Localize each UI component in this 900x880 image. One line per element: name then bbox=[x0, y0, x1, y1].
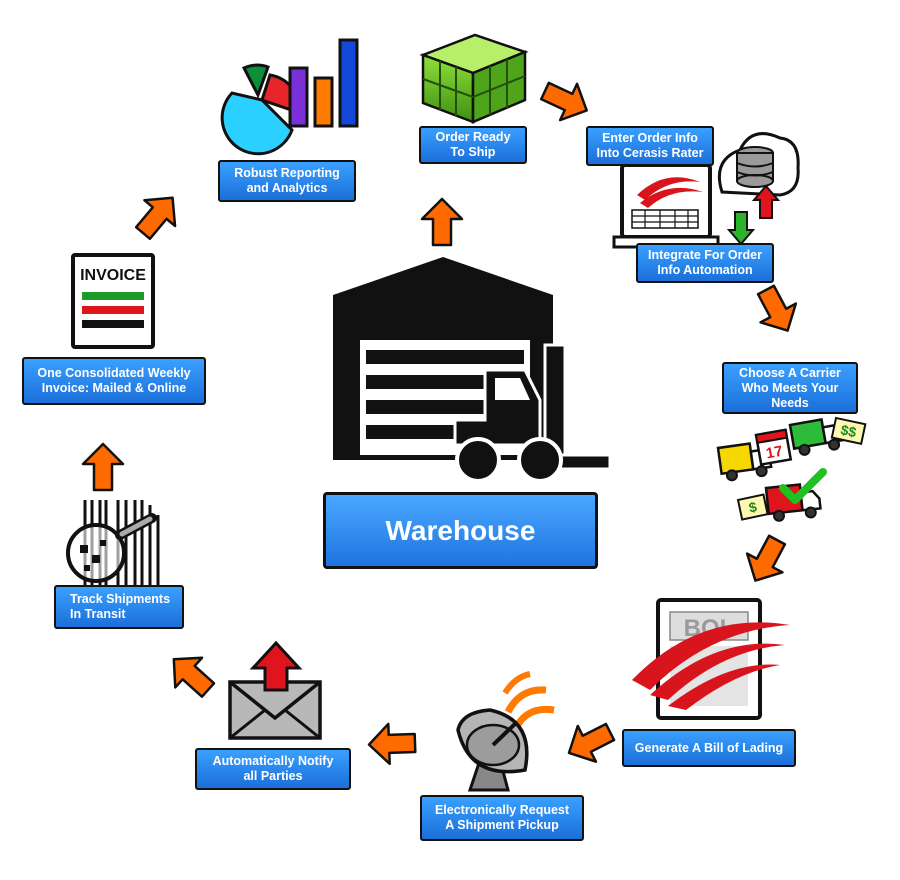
label-line: Track Shipments bbox=[70, 592, 171, 606]
label-line: Generate A Bill of Lading bbox=[634, 740, 784, 755]
label-line: Into Cerasis Rater bbox=[596, 146, 704, 160]
label-line: Enter Order Info bbox=[602, 131, 698, 145]
label-order-ready: Order Ready To Ship bbox=[419, 126, 527, 164]
computer-icon bbox=[612, 163, 720, 249]
money-symbol: $$ bbox=[839, 421, 858, 440]
label-choose-carrier: Choose A Carrier Who Meets Your Needs bbox=[722, 362, 858, 414]
label-line: Who Meets Your bbox=[741, 380, 839, 395]
label-integrate: Integrate For Order Info Automation bbox=[636, 243, 774, 283]
label-line: Automatically Notify bbox=[212, 754, 334, 768]
label-enter-order: Enter Order Info Into Cerasis Rater bbox=[586, 126, 714, 166]
arrow-invoice-to-reporting bbox=[126, 183, 190, 248]
arrow-notify-to-track bbox=[159, 643, 223, 707]
warehouse-title: Warehouse bbox=[323, 492, 598, 569]
cloud-database-icon bbox=[717, 132, 800, 246]
analytics-chart-icon bbox=[220, 38, 359, 156]
bill-of-lading-icon: BOL bbox=[632, 598, 790, 720]
barcode-scan-icon bbox=[66, 500, 160, 585]
forklift-icon bbox=[453, 343, 612, 483]
arrow-integrate-to-carrier bbox=[747, 279, 807, 342]
label-invoice: One Consolidated Weekly Invoice: Mailed … bbox=[22, 357, 206, 405]
warehouse-icon bbox=[333, 257, 612, 483]
label-line: Integrate For Order bbox=[648, 248, 762, 262]
label-track: Track Shipments In Transit bbox=[54, 585, 184, 629]
label-line: Robust Reporting bbox=[234, 166, 340, 180]
invoice-heading: INVOICE bbox=[80, 267, 146, 284]
invoice-document-icon: INVOICE bbox=[71, 253, 155, 349]
label-line: and Analytics bbox=[246, 181, 328, 195]
money-symbol-single: $ bbox=[747, 498, 758, 515]
stacked-boxes-icon bbox=[419, 33, 529, 124]
arrow-warehouse-to-order bbox=[420, 197, 464, 247]
satellite-dish-icon bbox=[456, 671, 555, 792]
arrow-order-to-enter bbox=[535, 71, 597, 130]
arrow-carrier-to-bol bbox=[736, 529, 796, 592]
label-line: A Shipment Pickup bbox=[445, 818, 559, 832]
arrow-bol-to-pickup bbox=[558, 712, 621, 772]
carrier-trucks-icon: $$ 17 $ bbox=[716, 416, 867, 522]
label-line: Needs bbox=[771, 395, 809, 410]
label-line: To Ship bbox=[450, 145, 496, 159]
label-bill-of-lading: Generate A Bill of Lading bbox=[622, 729, 796, 767]
envelope-icon bbox=[228, 640, 322, 740]
arrow-track-to-invoice bbox=[81, 442, 125, 492]
label-line: Electronically Request bbox=[434, 803, 570, 817]
arrow-pickup-to-notify bbox=[367, 721, 417, 766]
label-line: Order Ready bbox=[435, 130, 511, 144]
label-line: In Transit bbox=[70, 607, 126, 621]
label-line: Info Automation bbox=[657, 263, 753, 277]
label-line: One Consolidated Weekly bbox=[37, 366, 191, 380]
label-request-pickup: Electronically Request A Shipment Pickup bbox=[420, 795, 584, 841]
calendar-day: 17 bbox=[765, 443, 784, 463]
label-reporting: Robust Reporting and Analytics bbox=[218, 160, 356, 202]
label-notify: Automatically Notify all Parties bbox=[195, 748, 351, 790]
label-line: Choose A Carrier bbox=[739, 365, 841, 380]
label-line: Invoice: Mailed & Online bbox=[41, 381, 187, 395]
label-line: all Parties bbox=[243, 769, 303, 783]
